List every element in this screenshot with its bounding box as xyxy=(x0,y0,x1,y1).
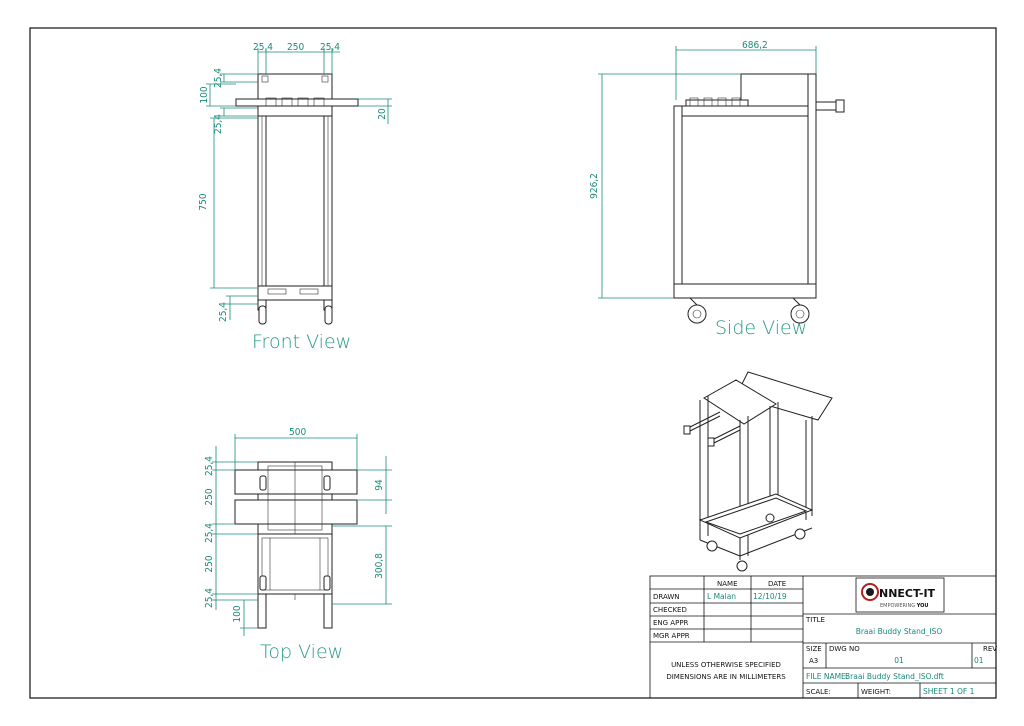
side-view: 686,2 926,2 Side View xyxy=(589,40,845,339)
col-name-header: NAME xyxy=(717,580,738,588)
dwg-no-value: 01 xyxy=(894,656,904,665)
front-dim-v5: 25,4 xyxy=(218,302,229,322)
front-dim-shelf: 20 xyxy=(377,108,388,120)
side-dim-height: 926,2 xyxy=(589,173,600,199)
front-dim-top-left: 25,4 xyxy=(253,42,273,53)
logo-text: NNECT-IT xyxy=(879,587,936,600)
rev-label: REV xyxy=(983,645,997,653)
top-view: 500 25,4 250 25,4 250 25,4 100 94 300,8 … xyxy=(204,427,392,663)
rev-value: 01 xyxy=(974,656,984,665)
top-dim-width: 500 xyxy=(289,427,306,438)
title-value: Braai Buddy Stand_ISO xyxy=(856,627,943,636)
iso-view xyxy=(683,371,833,572)
file-name-label: FILE NAME: xyxy=(806,672,848,681)
note-line-1: UNLESS OTHERWISE SPECIFIED xyxy=(671,661,781,669)
front-dim-v4: 750 xyxy=(198,193,209,210)
note-line-2: DIMENSIONS ARE IN MILLIMETERS xyxy=(666,673,786,681)
weight-label: WEIGHT: xyxy=(861,688,891,696)
sheet-label: SHEET 1 OF 1 xyxy=(923,687,975,696)
front-dim-top-mid: 250 xyxy=(287,42,304,53)
checked-label: CHECKED xyxy=(653,606,687,614)
side-dim-width: 686,2 xyxy=(742,40,768,51)
front-dim-top-right: 25,4 xyxy=(320,42,340,53)
title-label: TITLE xyxy=(805,616,825,624)
sheet-border xyxy=(29,27,997,699)
eng-appr-label: ENG APPR xyxy=(653,619,689,627)
company-logo: NNECT-IT EMPOWERING YOU xyxy=(855,577,945,613)
size-label: SIZE xyxy=(806,645,822,653)
mgr-appr-label: MGR APPR xyxy=(653,632,690,640)
logo-tagline-you: YOU xyxy=(916,603,929,609)
svg-text:EMPOWERING YOU: EMPOWERING YOU xyxy=(880,603,928,609)
file-name-value: Braai Buddy Stand_ISO.dft xyxy=(845,672,944,681)
top-dim-l4: 250 xyxy=(204,555,215,572)
top-dim-l6: 100 xyxy=(232,605,243,622)
top-dim-l3: 25,4 xyxy=(204,523,215,543)
top-dim-r2: 300,8 xyxy=(374,553,385,579)
top-dim-l1: 25,4 xyxy=(204,456,215,476)
drawn-name: L Malan xyxy=(707,592,736,601)
front-dim-v1: 25,4 xyxy=(213,68,224,88)
front-view-label: Front View xyxy=(252,331,351,353)
drawn-date: 12/10/19 xyxy=(753,592,787,601)
logo-tagline: EMPOWERING xyxy=(880,603,917,609)
scale-label: SCALE: xyxy=(806,688,831,696)
drawn-label: DRAWN xyxy=(653,593,680,601)
top-dim-r1: 94 xyxy=(374,479,385,491)
top-view-label: Top View xyxy=(260,641,343,663)
front-dim-v3: 25,4 xyxy=(213,114,224,134)
dwg-no-label: DWG NO xyxy=(829,645,860,653)
front-dim-v2: 100 xyxy=(199,86,210,103)
col-date-header: DATE xyxy=(768,580,786,588)
top-dim-l5: 25,4 xyxy=(204,588,215,608)
title-block: NAME DATE DRAWN L Malan 12/10/19 CHECKED… xyxy=(649,575,997,699)
side-view-label: Side View xyxy=(715,317,807,339)
front-view: 25,4 250 25,4 25,4 100 25,4 750 25,4 20 … xyxy=(198,42,392,353)
size-value: A3 xyxy=(809,657,818,665)
top-dim-l2: 250 xyxy=(204,488,215,505)
